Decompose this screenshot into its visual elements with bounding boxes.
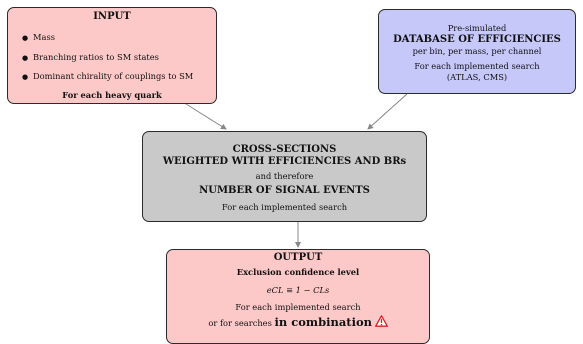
database-line4: For each implemented search bbox=[414, 61, 540, 71]
output-line1: For each implemented search bbox=[235, 302, 361, 312]
output-box: OUTPUT Exclusion confidence level eCL ≡ … bbox=[166, 249, 430, 344]
list-item: ●Mass bbox=[22, 32, 55, 42]
database-line5: (ATLAS, CMS) bbox=[446, 71, 508, 82]
xsec-title3: NUMBER OF SIGNAL EVENTS bbox=[199, 184, 370, 196]
xsec-title2: WEIGHTED WITH EFFICIENCIES AND BRs bbox=[162, 156, 407, 167]
input-box: INPUT ●Mass ●Branching ratios to SM stat… bbox=[7, 7, 217, 104]
database-box: Pre-simulated DATABASE OF EFFICIENCIES p… bbox=[378, 9, 576, 94]
arrow-db-to-xsec bbox=[367, 93, 408, 130]
database-line1: Pre-simulated bbox=[447, 23, 507, 33]
database-line3: per bin, per mass, per channel bbox=[412, 45, 542, 56]
arrow-input-to-xsec bbox=[185, 103, 227, 130]
bullet-icon: ● bbox=[22, 34, 29, 42]
xsec-middle: and therefore bbox=[255, 171, 314, 181]
bullet-icon: ● bbox=[22, 53, 29, 62]
xsec-footer: For each implemented search bbox=[221, 201, 348, 212]
input-footer: For each heavy quark bbox=[62, 89, 162, 100]
list-item: ●Branching ratios to SM states bbox=[22, 51, 159, 62]
output-line2-prefix: or for searches bbox=[208, 317, 272, 328]
bullet-icon: ● bbox=[22, 73, 29, 81]
output-line2-bold: in combination bbox=[274, 314, 373, 329]
cross-sections-box: CROSS-SECTIONS WEIGHTED WITH EFFICIENCIE… bbox=[142, 131, 427, 222]
output-line2: or for searches in combination bbox=[167, 314, 429, 329]
list-item: ●Dominant chirality of couplings to SM bbox=[22, 71, 194, 81]
output-formula: eCL ≡ 1 − CLs bbox=[266, 284, 330, 295]
input-list: ●Mass ●Branching ratios to SM states ●Do… bbox=[22, 32, 216, 83]
xsec-title1: CROSS-SECTIONS bbox=[232, 144, 337, 155]
output-title: OUTPUT bbox=[273, 252, 323, 263]
input-title: INPUT bbox=[93, 11, 131, 22]
output-subtitle: Exclusion confidence level bbox=[236, 267, 360, 277]
warning-icon bbox=[374, 314, 388, 327]
database-title: DATABASE OF EFFICIENCIES bbox=[393, 33, 561, 45]
